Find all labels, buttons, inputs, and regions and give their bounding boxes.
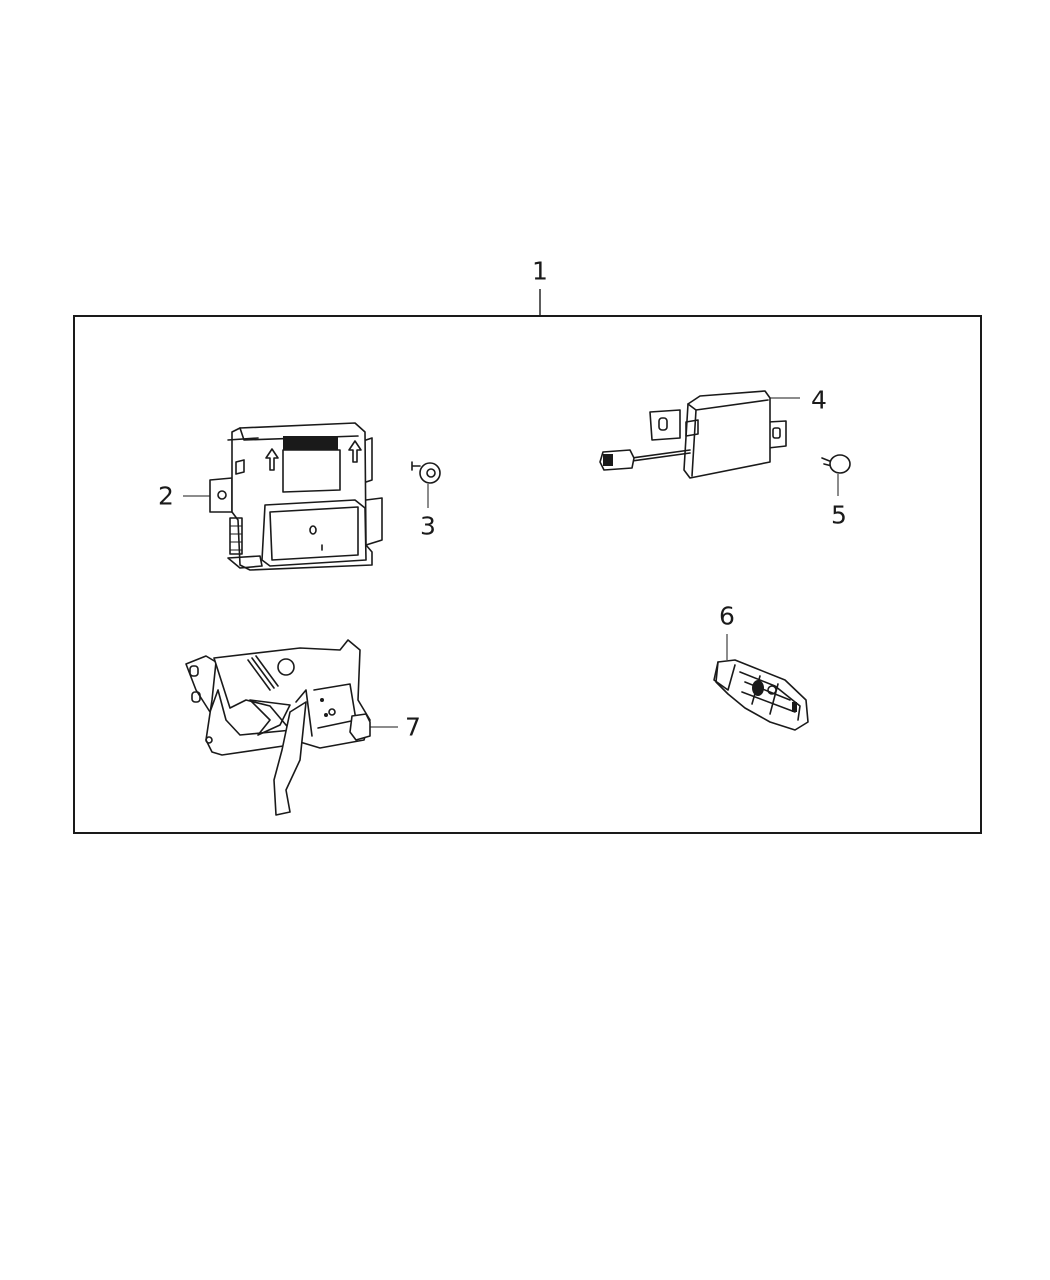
callout-1[interactable]: 1 [532,256,548,286]
key-fob-drawing[interactable] [713,634,809,731]
receiver-module-drawing[interactable] [599,390,800,479]
kit-frame [73,289,982,834]
callout-4[interactable]: 4 [811,385,827,415]
push-pin-drawing[interactable] [821,454,851,496]
callout-3[interactable]: 3 [420,511,436,541]
latch-assembly-drawing[interactable] [185,639,398,816]
callout-5[interactable]: 5 [831,500,847,530]
callout-2[interactable]: 2 [158,481,174,511]
control-module-drawing[interactable] [183,422,383,571]
callout-6[interactable]: 6 [719,601,735,631]
callout-7[interactable]: 7 [405,712,421,742]
screw-drawing[interactable] [411,461,441,508]
